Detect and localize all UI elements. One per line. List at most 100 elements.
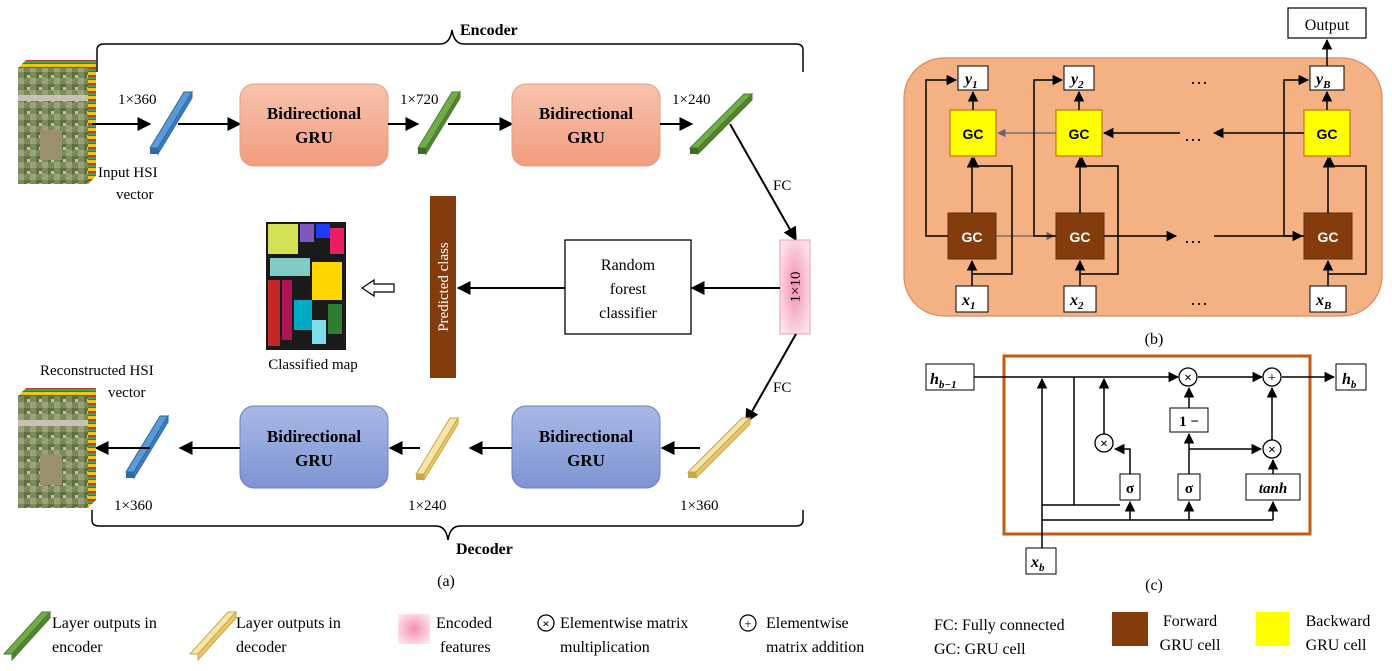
legend-encoder-2: encoder	[52, 639, 103, 656]
enc-dim2-label: 1×720	[400, 92, 438, 108]
legend-backward-1: Backward	[1306, 613, 1371, 630]
xB-box	[1309, 285, 1347, 313]
encoder-gru-1-line1: Bidirectional	[267, 104, 361, 123]
dec-dim-mid-label: 1×240	[408, 498, 446, 514]
yB-box	[1309, 65, 1345, 91]
dots-mid-bottom: …	[1184, 227, 1202, 247]
b-xskip-2	[1076, 156, 1119, 275]
panel-c: hb−1 hb xb × + × × 1 − σ σ tanh	[925, 354, 1367, 594]
random-forest-box	[564, 239, 692, 335]
decoder-gru-2-line1: Bidirectional	[267, 427, 361, 446]
one-minus-label: 1 −	[1179, 414, 1199, 430]
tanh-box	[1245, 473, 1301, 501]
gru-cell-border	[1002, 354, 1312, 536]
decoder-gru-1-line2: GRU	[567, 451, 605, 470]
mult-op-right-symbol: ×	[1268, 443, 1276, 458]
reconstructed-hsi-image	[18, 388, 96, 508]
forward-gc-B	[1303, 212, 1353, 260]
encoder-layer-bar-2	[688, 92, 754, 156]
hollow-arrow	[360, 278, 395, 298]
legend-add-1: Elementwise	[766, 615, 849, 632]
input-hsi-image	[18, 60, 96, 184]
legend-add-symbol: +	[744, 616, 751, 631]
yB-label: yB	[1314, 71, 1330, 91]
x-in-box	[1025, 547, 1057, 575]
encoder-layer-bar-1	[417, 90, 461, 156]
legend-encoded-2: features	[440, 639, 491, 656]
decoder-gru-1-line1: Bidirectional	[539, 427, 633, 446]
b-skip-B	[1283, 74, 1310, 237]
classified-map-label: Classified map	[268, 357, 358, 373]
forward-gc-1-label: GC	[962, 229, 983, 245]
fc-top-label: FC	[773, 178, 791, 194]
backward-gc-2-label: GC	[1069, 126, 1090, 142]
b-xskip-1	[968, 156, 1013, 275]
backward-gc-1-label: GC	[963, 126, 984, 142]
backward-gc-1	[949, 109, 997, 157]
mult-op-left-symbol: ×	[1100, 437, 1108, 452]
legend-decoder-1: Layer outputs in	[236, 615, 341, 632]
legend-add-2: matrix addition	[766, 639, 864, 656]
encoder-label: Encoder	[460, 22, 518, 39]
legend-encoder-1: Layer outputs in	[52, 615, 157, 632]
decoder-layer-bar-1	[686, 416, 752, 480]
arrow-fc-bottom	[745, 333, 797, 424]
legend-backward-swatch	[1256, 612, 1290, 646]
mult-op-top-symbol: ×	[1184, 371, 1192, 386]
input-dim-label: 1×360	[118, 92, 156, 108]
encoder-brace	[96, 29, 804, 72]
dec-dim-in-label: 1×360	[680, 498, 718, 514]
y2-box	[1063, 65, 1095, 91]
h-out-label: hb	[1342, 371, 1357, 391]
panel-b-background	[903, 57, 1383, 317]
add-op-symbol: +	[1268, 371, 1276, 386]
classified-map	[266, 222, 346, 350]
legend-encoded-swatch	[398, 614, 430, 644]
panel-a: Encoder 1×360 Input HSI vector Bidirecti…	[18, 22, 811, 590]
dec-dim-out-label: 1×360	[114, 498, 152, 514]
c-sigma1-to-mult	[1113, 443, 1131, 474]
b-skip-2	[1033, 74, 1064, 237]
sigma-2-label: σ	[1185, 481, 1194, 497]
legend-mult-1: Elementwise matrix	[560, 615, 688, 632]
legend-forward-1: Forward	[1163, 613, 1217, 630]
dots-mid-top: …	[1184, 125, 1202, 145]
input-caption-2: vector	[116, 187, 153, 203]
b-xskip-B	[1324, 156, 1367, 275]
legend-fc: FC: Fully connected	[934, 617, 1065, 634]
input-layer-bar	[149, 90, 193, 156]
caption-c: (c)	[1145, 577, 1163, 594]
dots-bottom: …	[1190, 289, 1208, 309]
xB-label: xB	[1315, 292, 1331, 312]
legend-mult-symbol: ×	[542, 616, 549, 631]
rf-line2: forest	[610, 281, 647, 298]
predicted-class-label: Predicted class	[436, 242, 452, 332]
forward-gc-1	[947, 212, 997, 260]
legend-encoded-1: Encoded	[436, 615, 492, 632]
h-out-box	[1335, 363, 1367, 391]
decoder-layer-bar-2	[415, 416, 459, 482]
sigma-1-label: σ	[1126, 481, 1135, 497]
encoded-dim-label: 1×10	[788, 272, 804, 303]
recon-caption-2: vector	[108, 385, 145, 401]
panel-b: Output y1 y2 yB … GC GC GC … GC GC GC …	[903, 7, 1383, 348]
x2-box	[1063, 285, 1097, 313]
legend-forward-swatch	[1112, 612, 1148, 646]
backward-gc-B-label: GC	[1317, 126, 1338, 142]
x2-label: x2	[1069, 292, 1084, 312]
legend-add-icon	[739, 614, 757, 632]
one-minus-box	[1169, 407, 1209, 433]
dots-top: …	[1190, 68, 1208, 88]
legend-mult-2: multiplication	[560, 639, 650, 656]
caption-b: (b)	[1145, 331, 1164, 348]
rf-line1: Random	[601, 257, 656, 274]
caption-a: (a)	[437, 573, 455, 590]
enc-dim3-label: 1×240	[672, 92, 710, 108]
encoder-gru-2	[511, 83, 661, 167]
y1-label: y1	[963, 71, 978, 91]
legend-forward-2: GRU cell	[1160, 637, 1221, 654]
encoder-gru-2-line1: Bidirectional	[539, 104, 633, 123]
decoder-gru-2	[239, 405, 389, 489]
h-prev-label: hb−1	[930, 371, 957, 391]
